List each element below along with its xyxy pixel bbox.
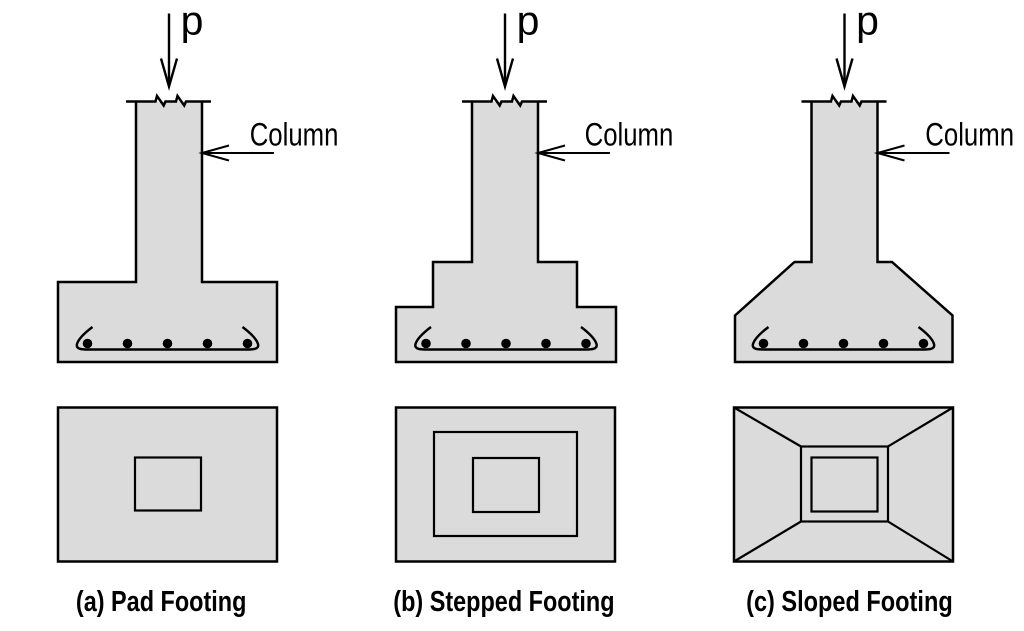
svg-text:Column: Column [250, 118, 339, 153]
svg-text:Column: Column [585, 118, 674, 153]
svg-text:(a) Pad Footing: (a) Pad Footing [76, 585, 246, 618]
svg-text:(b) Stepped Footing: (b) Stepped Footing [393, 585, 614, 618]
svg-text:(c) Sloped Footing: (c) Sloped Footing [746, 585, 953, 618]
svg-text:Column: Column [925, 118, 1014, 153]
